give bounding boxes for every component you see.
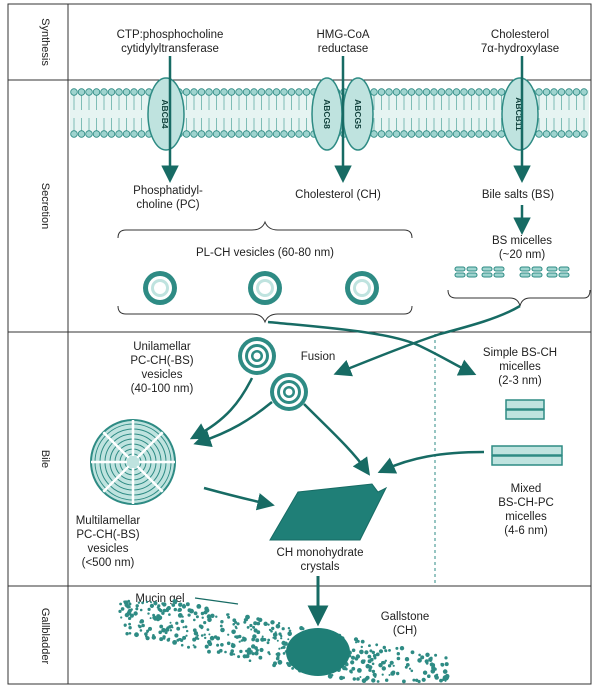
section-label-gallbladder: Gallbladder xyxy=(39,608,51,665)
arrow-micelles-to-fusion xyxy=(333,304,521,377)
bs-micelle-glyph xyxy=(466,266,478,278)
transporter-abcg8: ABCG8 xyxy=(311,77,343,151)
transporter-abcg5: ABCG5 xyxy=(342,77,374,151)
bs-micelle-glyph xyxy=(558,266,570,278)
uni-line3: vesicles xyxy=(142,369,183,381)
product-pc-line1: Phosphatidyl- xyxy=(133,185,203,197)
multi-line4: (<500 nm) xyxy=(82,557,135,569)
arrow-multi-to-crystal xyxy=(203,486,275,511)
bs-micelles-line2: (~20 nm) xyxy=(499,249,546,261)
transporter-label-abcg5: ABCG5 xyxy=(353,99,363,129)
simple-line1: Simple BS-CH xyxy=(483,347,557,359)
transporter-abcb4: ABCB4 xyxy=(147,77,185,151)
enzyme-chol-line1: Cholesterol xyxy=(491,29,549,41)
transporter-label-abcb4: ABCB4 xyxy=(160,99,170,129)
enzyme-chol-line2: 7α-hydroxylase xyxy=(481,43,559,55)
mixed-line2: BS-CH-PC xyxy=(498,497,554,509)
mixed-line1: Mixed xyxy=(511,483,542,495)
outer-frame xyxy=(7,3,592,685)
enzyme-ctp-line2: cytidylyltransferase xyxy=(121,43,219,55)
brace-micelles xyxy=(447,289,591,307)
section-label-secretion: Secretion xyxy=(39,183,51,229)
simple-micelle-icon xyxy=(505,399,545,420)
brace-vesicles-top xyxy=(117,220,413,239)
gallstone xyxy=(286,628,350,676)
arrow-uni-to-multi xyxy=(189,377,254,440)
arrow-mixed-to-crystal xyxy=(377,450,485,474)
pl-ch-vesicle-3 xyxy=(345,271,379,305)
bs-micelle-glyph xyxy=(546,266,558,278)
mucin-pointer xyxy=(194,597,239,605)
mixed-line4: (4-6 nm) xyxy=(504,525,548,537)
section-label-synthesis: Synthesis xyxy=(39,18,51,66)
unilamellar-vesicle-2 xyxy=(270,373,308,411)
bs-micelle-glyph xyxy=(481,266,493,278)
multi-line3: vesicles xyxy=(88,543,129,555)
crystal-line1: CH monohydrate xyxy=(277,547,364,559)
enzyme-ctp-line1: CTP:phosphocholine xyxy=(117,29,224,41)
multi-line1: Multilamellar xyxy=(76,515,141,527)
brace-vesicles-bottom xyxy=(117,305,413,324)
bs-micelle-glyph xyxy=(519,266,531,278)
transporter-abcb11: ABCB11 xyxy=(501,77,539,151)
pl-ch-vesicle-1 xyxy=(143,271,177,305)
bs-micelle-glyph xyxy=(493,266,505,278)
product-pc-line2: choline (PC) xyxy=(136,199,199,211)
simple-line3: (2-3 nm) xyxy=(498,375,542,387)
mixed-line3: micelles xyxy=(505,511,547,523)
bs-micelle-glyph xyxy=(531,266,543,278)
arrow-fusion-to-multi xyxy=(193,401,273,447)
bs-micelles-line1: BS micelles xyxy=(492,235,552,247)
product-ch: Cholesterol (CH) xyxy=(295,189,381,201)
fusion-label: Fusion xyxy=(301,351,336,363)
unilamellar-vesicle-1 xyxy=(238,337,276,375)
mixed-micelle-icon xyxy=(491,445,563,466)
enzyme-hmg-line1: HMG-CoA xyxy=(316,29,369,41)
simple-line2: micelles xyxy=(499,361,541,373)
transporter-label-abcg8: ABCG8 xyxy=(322,99,332,129)
arrow-fusion-to-crystal xyxy=(303,403,371,476)
arrow-vesicles-to-simple-micelles xyxy=(267,320,477,376)
product-bs: Bile salts (BS) xyxy=(482,189,554,201)
transporter-label-abcb11: ABCB11 xyxy=(514,97,524,131)
gallstone-line1: Gallstone xyxy=(381,611,430,623)
multi-line2: PC-CH(-BS) xyxy=(76,529,139,541)
bs-micelles-icons xyxy=(454,266,570,278)
pl-ch-vesicle-2 xyxy=(248,271,282,305)
vesicles-label: PL-CH vesicles (60-80 nm) xyxy=(196,247,334,259)
crystal-line2: crystals xyxy=(301,561,340,573)
uni-line2: PC-CH(-BS) xyxy=(130,355,193,367)
uni-line1: Unilamellar xyxy=(133,341,191,353)
multilamellar-vesicle xyxy=(90,419,176,505)
gallstone-line2: (CH) xyxy=(393,625,417,637)
ch-crystal-shape xyxy=(269,483,388,541)
uni-line4: (40-100 nm) xyxy=(131,383,194,395)
enzyme-hmg-line2: reductase xyxy=(318,43,369,55)
bs-micelle-glyph xyxy=(454,266,466,278)
section-label-bile: Bile xyxy=(39,450,51,468)
